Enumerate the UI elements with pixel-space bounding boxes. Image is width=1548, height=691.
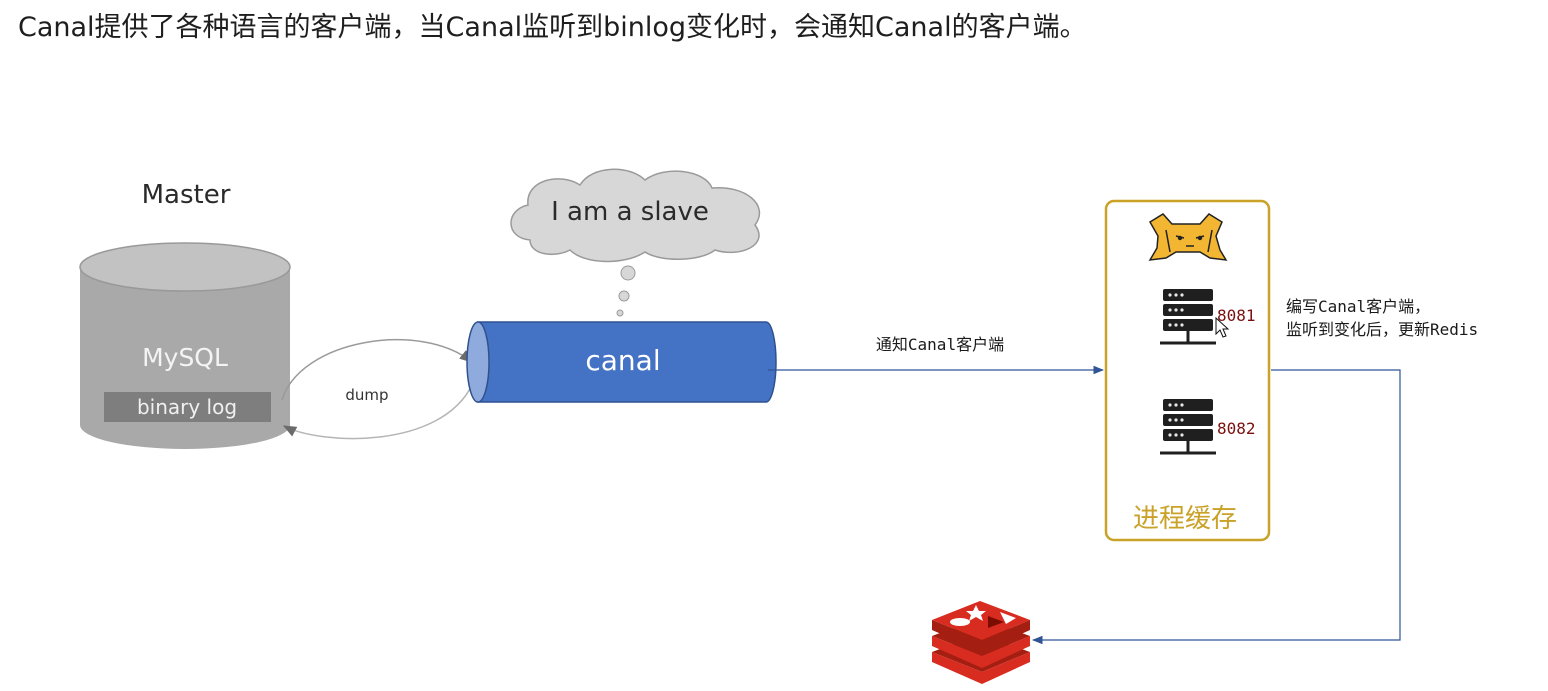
binary-log-box <box>104 392 271 422</box>
redis-logo-icon <box>932 601 1030 684</box>
mysql-database: MySQL binary log <box>79 242 291 449</box>
thought-bubble <box>510 168 761 317</box>
client-note-line2: 监听到变化后，更新Redis <box>1286 320 1478 339</box>
server-rack-icon <box>1160 289 1216 345</box>
update-redis-arrow <box>1031 369 1401 645</box>
mysql-label: MySQL <box>142 343 228 372</box>
server-rack-icon <box>1160 399 1216 455</box>
canal-label: canal <box>585 344 660 377</box>
server-port-8082: 8082 <box>1217 419 1256 438</box>
slave-bubble-text: I am a slave <box>551 197 709 227</box>
master-title: Master <box>142 180 231 210</box>
mouse-cursor-icon <box>1215 316 1230 338</box>
page-heading: Canal提供了各种语言的客户端，当Canal监听到binlog变化时，会通知C… <box>18 12 1087 43</box>
process-cache-box <box>1104 199 1271 542</box>
server-port-8081: 8081 <box>1217 306 1256 325</box>
process-cache-title: 进程缓存 <box>1133 504 1237 534</box>
binary-log-label: binary log <box>137 395 237 419</box>
tomcat-logo-icon <box>1148 213 1228 261</box>
dump-arrows <box>281 338 474 440</box>
dump-label: dump <box>345 386 388 404</box>
client-note-line1: 编写Canal客户端， <box>1286 297 1430 316</box>
notify-label: 通知Canal客户端 <box>876 335 1004 354</box>
canal-pipe <box>466 321 777 403</box>
